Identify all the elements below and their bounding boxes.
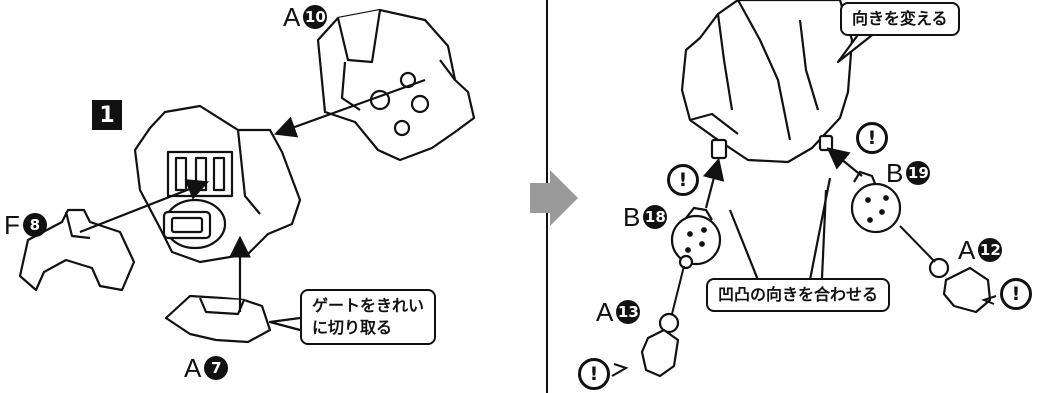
caution-icon-a13: ! [578, 358, 610, 390]
leader-a12-to-b19 [899, 225, 936, 263]
part-a13 [640, 312, 680, 378]
caution-icon-b18: ! [667, 164, 699, 196]
change-direction-callout: 向きを変える [840, 2, 960, 36]
label-a10: A 10 [283, 2, 328, 32]
label-a12-letter: A [958, 235, 976, 265]
label-a7-letter: A [184, 353, 202, 383]
arrow-f8-to-core [79, 179, 210, 234]
label-b18-letter: B [623, 202, 641, 232]
arrow-b19-to-head [826, 147, 863, 177]
label-a12: A 12 [958, 235, 1003, 265]
gate-cut-line1: ゲートをきれい [312, 296, 425, 315]
gate-cut-line2: に切り取る [312, 318, 393, 337]
label-a13: A 13 [596, 297, 641, 327]
part-a7 [164, 294, 272, 344]
part-helmet-core [133, 104, 302, 264]
label-f8-number: 8 [22, 213, 47, 237]
label-b18-number: 18 [643, 205, 668, 229]
gate-callout-tail [268, 316, 301, 332]
label-f8: F 8 [4, 212, 47, 238]
caution-icon-a12: ! [1000, 278, 1032, 310]
part-a12 [928, 257, 992, 314]
arrow-a10-to-core [273, 78, 426, 138]
part-head [680, 0, 854, 164]
align-notches-callout: 凹凸の向きを合わせる [706, 278, 891, 312]
label-a12-number: 12 [978, 238, 1003, 262]
leader-a13-to-b18 [671, 265, 685, 315]
label-a13-number: 13 [616, 300, 641, 324]
arrow-b18-to-head [702, 157, 725, 209]
label-a7: A 7 [184, 353, 229, 383]
label-f8-letter: F [4, 210, 20, 240]
label-b18: B 18 [623, 202, 668, 232]
label-b19-number: 19 [906, 161, 931, 185]
label-a10-number: 10 [303, 5, 328, 29]
direction-callout-tail [836, 31, 877, 64]
label-b19: B 19 [886, 158, 931, 188]
label-a10-letter: A [283, 2, 301, 32]
caution-icon-b19: ! [856, 122, 888, 154]
part-b18 [670, 206, 722, 270]
label-a7-number: 7 [204, 356, 229, 380]
warn-tail-a13 [611, 363, 629, 377]
gate-cut-callout: ゲートをきれい に切り取る [300, 289, 437, 345]
label-b19-letter: B [886, 158, 904, 188]
part-b19 [850, 170, 902, 234]
step-progress-arrow [530, 170, 578, 226]
label-a13-letter: A [596, 297, 614, 327]
align-callout-tails [728, 177, 832, 292]
part-a10-shell [316, 8, 476, 162]
warn-tail-a12 [981, 295, 997, 305]
step-number-badge: 1 [92, 100, 122, 130]
